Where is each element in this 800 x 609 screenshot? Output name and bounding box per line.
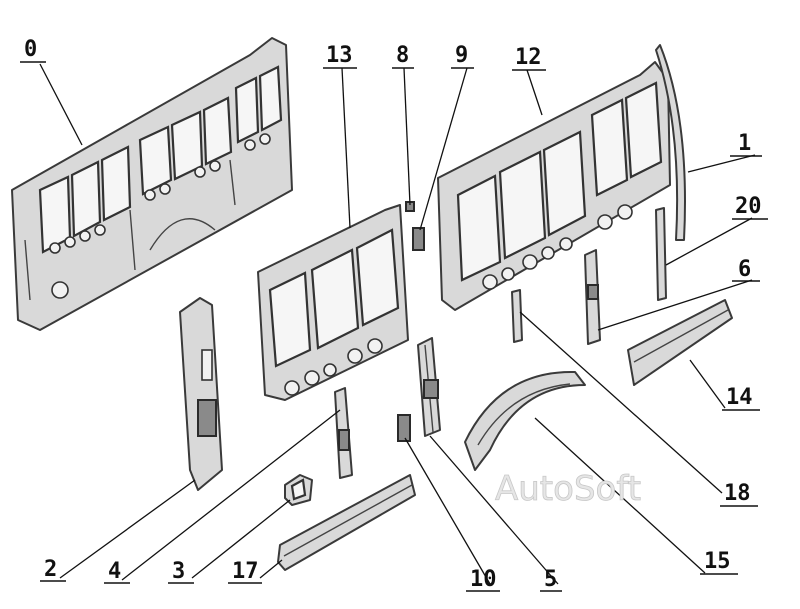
svg-text:6: 6	[738, 257, 751, 282]
callout-14: 14	[722, 385, 760, 411]
svg-text:14: 14	[726, 385, 753, 410]
callout-12: 12	[512, 45, 546, 71]
svg-text:18: 18	[724, 481, 751, 506]
svg-text:3: 3	[172, 559, 185, 584]
callout-6: 6	[732, 257, 760, 282]
part-0-side-panel	[11, 37, 293, 331]
svg-text:0: 0	[24, 37, 37, 62]
callout-10: 10	[466, 567, 500, 592]
part-6-reinforcement	[584, 249, 601, 345]
part-17-sill	[277, 474, 416, 571]
callout-17: 17	[228, 559, 262, 584]
part-13-window-panel	[257, 204, 409, 401]
callout-9: 9	[451, 43, 474, 69]
part-18-strip	[511, 289, 523, 343]
part-20-strip	[655, 207, 667, 301]
callout-0: 0	[20, 37, 46, 63]
part-10-bracket	[397, 414, 411, 442]
callout-13: 13	[323, 43, 357, 69]
svg-text:2: 2	[44, 557, 57, 582]
callout-15: 15	[700, 549, 738, 575]
svg-text:17: 17	[232, 559, 259, 584]
svg-text:1: 1	[738, 131, 751, 156]
part-4-reinforcement	[334, 387, 353, 479]
svg-text:20: 20	[735, 194, 762, 219]
svg-text:12: 12	[515, 45, 542, 70]
svg-text:10: 10	[470, 567, 497, 592]
callout-8: 8	[392, 43, 414, 69]
leader-lines	[39, 63, 756, 585]
svg-text:9: 9	[455, 43, 468, 68]
svg-text:4: 4	[108, 559, 121, 584]
svg-text:5: 5	[544, 567, 557, 592]
part-1-pillar	[655, 44, 686, 241]
part-2-pillar	[179, 297, 223, 491]
svg-text:15: 15	[704, 549, 731, 574]
part-12-window-panel	[437, 61, 671, 311]
callout-18: 18	[720, 481, 758, 507]
callout-2: 2	[40, 557, 66, 582]
part-14-molding	[627, 299, 733, 386]
callout-3: 3	[168, 559, 194, 584]
svg-text:13: 13	[326, 43, 353, 68]
watermark-text: AutoSoft	[495, 469, 641, 509]
callout-1: 1	[730, 131, 762, 157]
part-9-bracket	[412, 227, 425, 251]
callout-20: 20	[732, 194, 768, 220]
part-3-flap	[284, 474, 313, 506]
svg-text:8: 8	[396, 43, 409, 68]
part-15-wheel-arch	[464, 370, 586, 471]
part-5-channel	[417, 337, 441, 437]
callout-4: 4	[104, 559, 130, 584]
callout-5: 5	[540, 567, 562, 592]
